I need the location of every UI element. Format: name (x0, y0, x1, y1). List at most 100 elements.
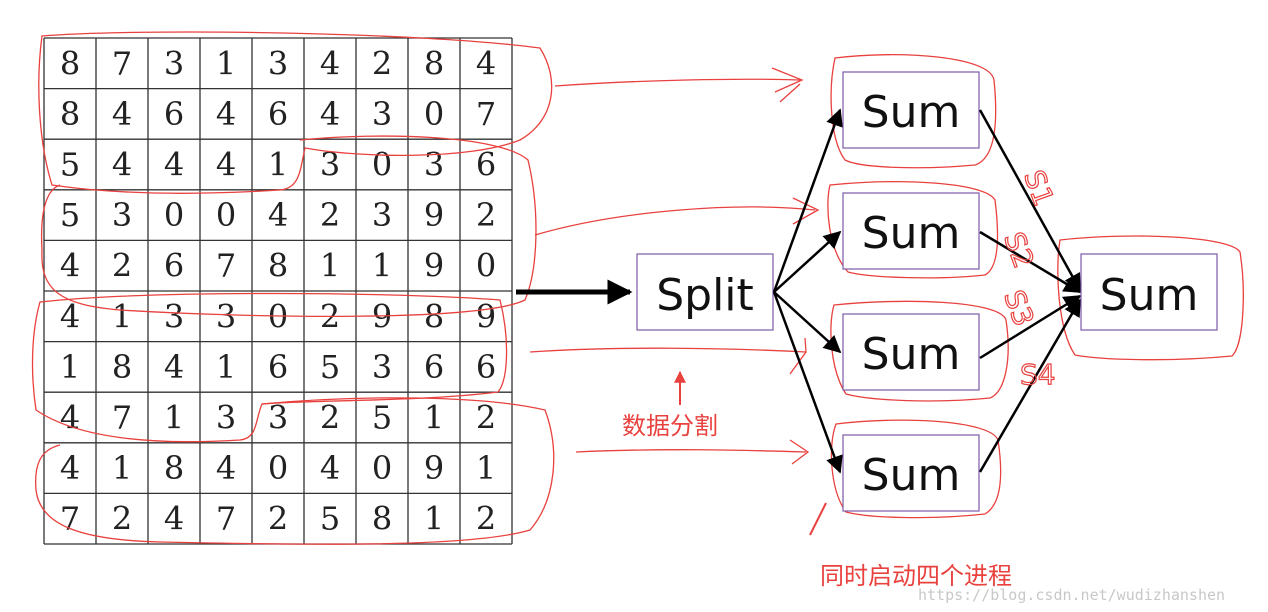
grid-cell: 4 (60, 399, 80, 437)
grid-cell: 7 (112, 44, 132, 82)
arrow-sum3-to-final (979, 294, 1082, 360)
grid-cell: 4 (112, 95, 132, 133)
loop-sum-2 (827, 181, 999, 279)
final-sum-box (1080, 253, 1218, 331)
red-arrow-up-to-sums (809, 502, 827, 536)
loop-group-3 (31, 292, 508, 443)
final-sum-label: Sum (1100, 270, 1199, 321)
grid-cell: 1 (60, 348, 80, 386)
grid-cell: 1 (216, 348, 236, 386)
grid-cell: 4 (216, 449, 236, 487)
grid-cell: 8 (424, 297, 444, 335)
red-arrow-2 (534, 206, 816, 236)
split-node: Split (636, 253, 774, 331)
red-arrow-3 (529, 347, 807, 353)
red-group-loops (31, 31, 1244, 545)
grid-cell: 5 (60, 146, 80, 184)
arrow-split-to-sum3 (773, 291, 842, 354)
grid-cell: 6 (476, 146, 496, 184)
grid-cell: 4 (320, 449, 340, 487)
grid-cell: 2 (476, 500, 496, 538)
grid-cell: 2 (372, 44, 392, 82)
grid-cell: 2 (268, 500, 288, 538)
arrow-sum1-to-final (978, 109, 1082, 292)
arrow-sum4-to-final (978, 298, 1082, 473)
grid-cell: 1 (372, 247, 392, 285)
grid-cell: 4 (164, 500, 184, 538)
grid-cell: 1 (112, 297, 132, 335)
arrow-sum2-to-final (979, 230, 1082, 294)
grid-cell: 2 (476, 399, 496, 437)
grid-cell: 1 (268, 146, 288, 184)
arrow-split-to-sum2 (773, 230, 842, 293)
grid-cell: 4 (60, 449, 80, 487)
grid-cell: 1 (424, 399, 444, 437)
sum-node-2: Sum (842, 192, 980, 270)
grid-cell: 0 (372, 449, 392, 487)
sum4-box (842, 434, 980, 512)
grid-cell: 8 (372, 500, 392, 538)
split-to-sum-arrows (772, 108, 843, 474)
grid-cell: 7 (60, 500, 80, 538)
grid-cell: 7 (112, 399, 132, 437)
grid-cell: 4 (60, 297, 80, 335)
grid-cell: 9 (424, 196, 444, 234)
split-box (636, 253, 774, 331)
grid-cell: 8 (112, 348, 132, 386)
grid-cell: 0 (216, 196, 236, 234)
grid-cell: 0 (164, 196, 184, 234)
grid-cell: 1 (476, 449, 496, 487)
grid-cell: 1 (320, 247, 340, 285)
grid-cell: 8 (268, 247, 288, 285)
red-hand-arrows (529, 67, 820, 465)
grid-cell: 4 (164, 146, 184, 184)
grid-cell: 6 (268, 348, 288, 386)
grid-cell: 6 (476, 348, 496, 386)
number-grid (43, 37, 513, 545)
arrow-split-to-sum1 (772, 108, 843, 293)
annotation-start-processes: 同时启动四个进程 (820, 562, 1012, 590)
grid-cell: 1 (164, 399, 184, 437)
grid-cell: 9 (424, 247, 444, 285)
grid-cell: 4 (112, 146, 132, 184)
grid-cell: 9 (476, 297, 496, 335)
loop-sum-3 (830, 300, 1009, 402)
grid-cell: 1 (424, 500, 444, 538)
sum-node-3: Sum (842, 313, 980, 391)
red-arrow-1-head (771, 67, 804, 93)
loop-group-4 (34, 397, 555, 545)
sum3-label: Sum (862, 329, 961, 380)
grid-cell: 0 (476, 247, 496, 285)
grid-cell: 6 (268, 95, 288, 133)
grid-cell: 7 (216, 500, 236, 538)
label-s1: S1 (1017, 166, 1060, 211)
grid-cell: 4 (476, 44, 496, 82)
loop-sum-1 (830, 54, 997, 169)
grid-cell: 5 (320, 500, 340, 538)
grid-cell: 8 (424, 44, 444, 82)
split-label: Split (656, 270, 754, 321)
grid-cell: 3 (320, 146, 340, 184)
grid-cell: 4 (60, 247, 80, 285)
grid-cell: 3 (216, 399, 236, 437)
grid-cell: 7 (476, 95, 496, 133)
red-arrow-1 (554, 78, 801, 87)
grid-cell: 3 (372, 95, 392, 133)
loop-group-2 (40, 135, 537, 317)
red-arrow-3-head (789, 337, 807, 375)
sum-to-final-arrows (978, 109, 1082, 473)
grid-cell: 2 (476, 196, 496, 234)
grid-cell: 6 (424, 348, 444, 386)
grid-cell: 3 (268, 44, 288, 82)
grid-cell: 3 (112, 196, 132, 234)
grid-cell: 8 (60, 44, 80, 82)
grid-cell: 2 (320, 196, 340, 234)
grid-cell: 9 (424, 449, 444, 487)
grid-cell: 3 (268, 399, 288, 437)
watermark-url: https://blog.csdn.net/wudizhanshen (918, 586, 1225, 604)
grid-cell: 5 (372, 399, 392, 437)
grid-cell: 2 (112, 247, 132, 285)
grid-cell: 0 (268, 449, 288, 487)
